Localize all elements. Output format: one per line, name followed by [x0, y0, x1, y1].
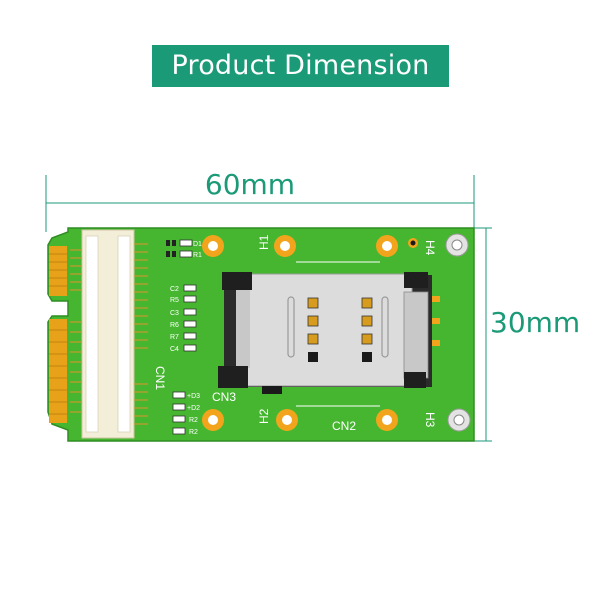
- label-c2: C2: [170, 286, 179, 293]
- led-d1: [179, 239, 193, 247]
- capacitor-c4: [183, 344, 197, 352]
- capacitor-c2: [183, 284, 197, 292]
- label-c3: C3: [170, 310, 179, 317]
- label-cn1: CN1: [153, 366, 167, 390]
- title-banner: Product Dimension: [152, 45, 449, 87]
- label-r6: R6: [170, 322, 179, 329]
- label-r2-b: R2: [189, 429, 198, 436]
- capacitor-c3: [183, 308, 197, 316]
- label-h4: H4: [423, 240, 437, 256]
- height-dimension-label: 30mm: [490, 306, 581, 339]
- label-r7: R7: [170, 334, 179, 341]
- label-h2: H2: [257, 408, 271, 424]
- width-dimension-label: 60mm: [204, 168, 296, 201]
- label-h3: H3: [423, 412, 437, 428]
- dimension-lines: [45, 175, 492, 442]
- label-d3: +D3: [187, 393, 200, 400]
- resistor-r6: [183, 320, 197, 328]
- label-c4: C4: [170, 346, 179, 353]
- resistor-r5: [183, 295, 197, 303]
- resistor-r1: [179, 250, 193, 258]
- edge-connector-fingers: [49, 246, 67, 423]
- resistor-r2-a: [172, 415, 186, 423]
- mounting-pads: [202, 235, 418, 431]
- label-cn2: CN2: [332, 419, 356, 433]
- led-d2: [172, 403, 186, 411]
- label-h1: H1: [257, 234, 271, 250]
- cn1-socket: [81, 229, 135, 439]
- resistor-r2-b: [172, 427, 186, 435]
- resistor-r7: [183, 332, 197, 340]
- label-d2: +D2: [187, 405, 200, 412]
- sim-card-holder: [218, 272, 440, 394]
- mounting-holes: [445, 233, 471, 432]
- label-r2-a: R2: [189, 417, 198, 424]
- label-r1: R1: [193, 252, 202, 259]
- label-r5: R5: [170, 297, 179, 304]
- led-d3: [172, 391, 186, 399]
- label-d1: D1: [193, 241, 202, 248]
- label-cn3: CN3: [212, 390, 236, 404]
